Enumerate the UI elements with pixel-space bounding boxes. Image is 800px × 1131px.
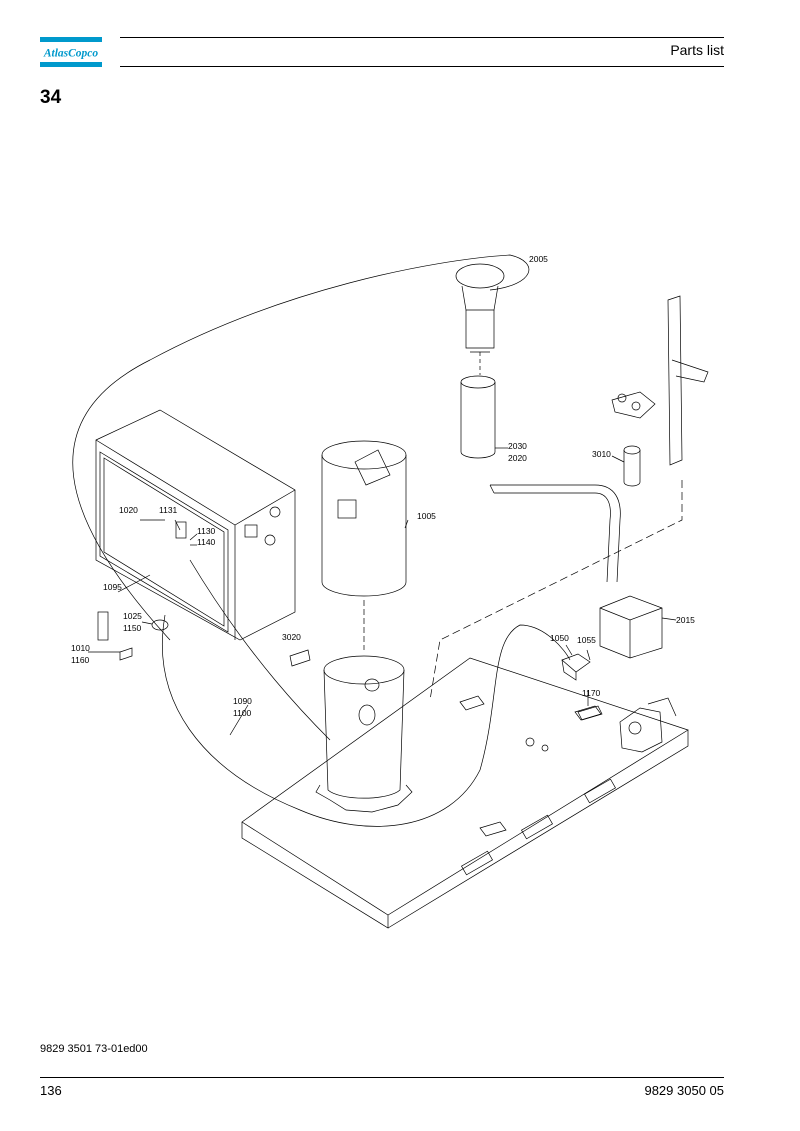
motor-assembly: [619, 697, 677, 753]
enclosure-box: [95, 409, 296, 641]
callout-1160: 1160: [71, 655, 90, 665]
callout-1131: 1131: [159, 505, 178, 515]
cartridge-3010: [623, 445, 641, 487]
callout-2030: 2030: [508, 441, 527, 451]
callout-1140: 1140: [197, 537, 216, 547]
switch-1050: [561, 653, 591, 681]
page-number: 136: [40, 1083, 62, 1098]
hose-2020: [490, 484, 621, 583]
part-1170: [577, 705, 603, 721]
part-1160: [119, 647, 133, 661]
callout-1005: 1005: [417, 511, 436, 521]
footer-rule: [40, 1077, 724, 1078]
callout-2005: 2005: [529, 254, 548, 264]
callout-1100: 1100: [233, 708, 252, 718]
part-1010: [97, 611, 109, 641]
header-title: Parts list: [670, 42, 724, 58]
book-number: 9829 3050 05: [644, 1083, 724, 1098]
callout-1020: 1020: [119, 505, 138, 515]
callout-1095: 1095: [103, 582, 122, 592]
logo-text: AtlasCopco: [43, 48, 99, 60]
filter-element-2030: [460, 375, 496, 459]
callout-1150: 1150: [123, 623, 142, 633]
callout-3010: 3010: [592, 449, 611, 459]
filter-2005: [455, 263, 505, 353]
callout-3020: 3020: [282, 632, 301, 642]
callout-1055: 1055: [577, 635, 596, 645]
callout-1090: 1090: [233, 696, 252, 706]
header-rule-top: [120, 37, 724, 38]
document-reference: 9829 3501 73-01ed00: [40, 1043, 148, 1055]
dash-rail: [429, 480, 683, 701]
callout-1170: 1170: [582, 688, 601, 698]
callout-1010: 1010: [71, 643, 90, 653]
callout-1025: 1025: [123, 611, 142, 621]
part-1025: [151, 619, 169, 631]
bracket-rail: [667, 295, 709, 466]
vessel-body: [315, 655, 413, 813]
callout-2015: 2015: [676, 615, 695, 625]
section-number: 34: [40, 87, 62, 108]
part-3020: [289, 649, 311, 667]
cable-loop: [72, 254, 530, 641]
box-2015: [599, 595, 663, 659]
atlas-copco-logo: AtlasCopco: [40, 37, 102, 67]
callout-1130: 1130: [197, 526, 216, 536]
header-rule-bottom: [120, 66, 724, 67]
callout-1050: 1050: [550, 633, 569, 643]
base-frame: [241, 657, 689, 929]
callout-2020: 2020: [508, 453, 527, 463]
cable-lower: [162, 614, 571, 827]
valve-assembly: [611, 391, 656, 419]
filter-cylinder-1005: [321, 440, 407, 597]
cable-inner: [189, 559, 331, 741]
